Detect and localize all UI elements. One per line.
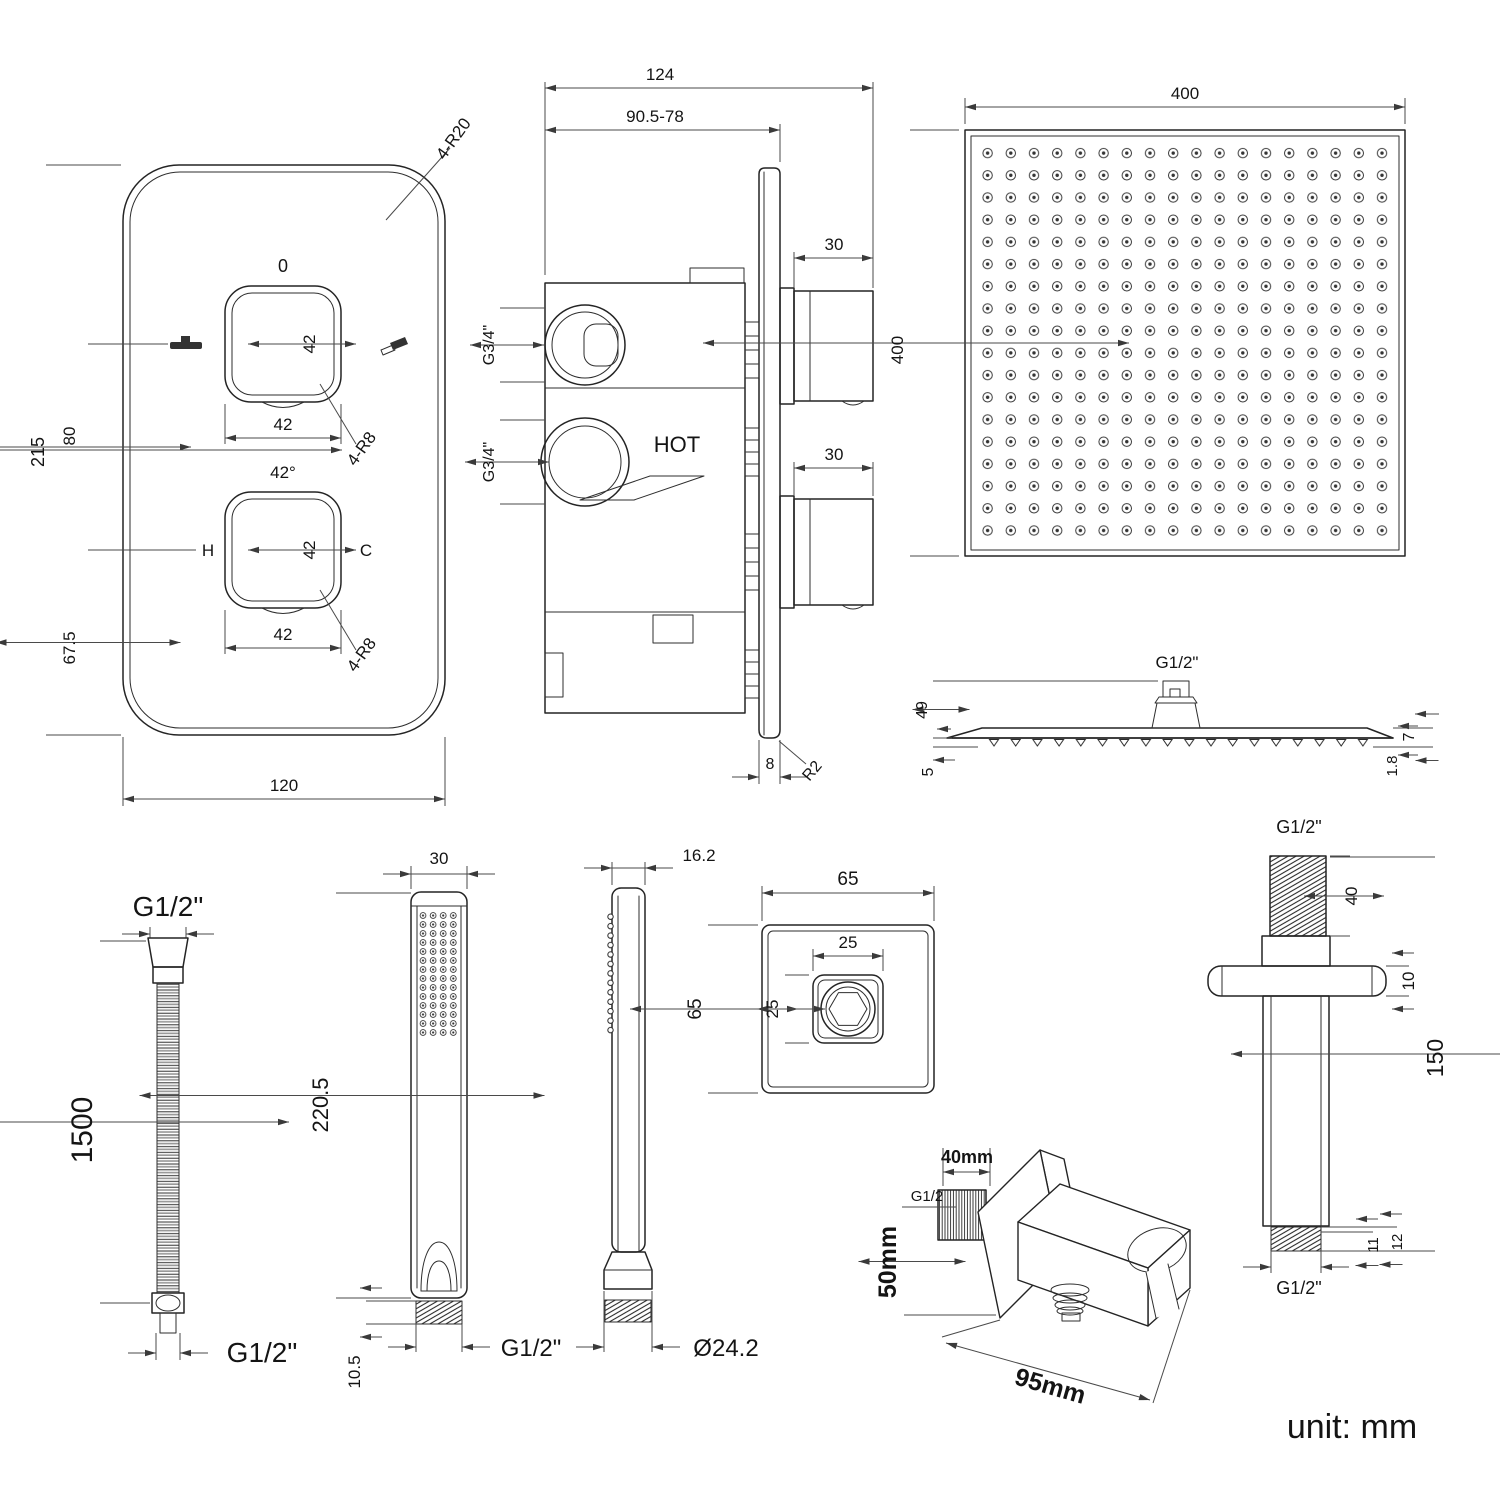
dim-plate-corner-radius: 4-R20: [432, 114, 475, 163]
nozzle-teeth: [983, 739, 1373, 747]
dim-adjust-range: 90.5-78: [626, 107, 684, 126]
dim-trim-inner-width: 25: [839, 933, 858, 952]
wand-side-view: 16.2 Ø24.2: [576, 846, 759, 1362]
dim-head-rim: 7: [1401, 732, 1418, 741]
elbow-outlet: [1050, 1283, 1090, 1322]
arm-ceiling-flange: [1207, 965, 1387, 997]
wand-front-view: 30 220.5 10.5 G1/2": [139, 849, 562, 1389]
dim-valve-depth: 124: [646, 65, 674, 84]
dim-head-height-49: 49: [914, 701, 931, 719]
shower-head-plan-view: 400 400: [703, 84, 1406, 557]
dim-knob2-depth: 30: [825, 445, 844, 464]
dim-elbow-depth: 40mm: [941, 1147, 993, 1167]
dim-hose-bottom-thread: G1/2": [227, 1337, 298, 1368]
trim-plate-view: 65 65 25 25: [630, 869, 935, 1094]
dim-plate-height: 215: [28, 437, 48, 467]
hot-marker-label: H: [202, 541, 214, 560]
dim-arm-thread-length: 40: [1342, 887, 1361, 906]
dim-head-height: 400: [888, 336, 907, 364]
dim-arm-top-thread: G1/2": [1276, 817, 1321, 837]
rain-shower-icon: [170, 336, 202, 349]
dim-wand-thread-length: 10.5: [345, 1355, 364, 1388]
dim-head-width: 400: [1171, 84, 1199, 103]
ceiling-arm-view: G1/2" 40 10 150 12 11 G1/2": [1207, 817, 1500, 1298]
elbow-body-front: [1017, 1221, 1149, 1327]
valve-body: [544, 282, 746, 714]
hand-shower-icon: [380, 337, 408, 356]
dim-wand-diameter: Ø24.2: [693, 1335, 758, 1362]
dim-knob1-depth: 30: [825, 235, 844, 254]
dim-trim-inner-height: 25: [763, 1000, 782, 1019]
head-connector: [1151, 680, 1201, 729]
faceplate-section: [758, 167, 781, 739]
inlet-port-bottom: [540, 417, 630, 507]
outlet-elbow-view: 40mm G1/2 50mm 95mm: [858, 1147, 1191, 1410]
dim-wand-thread: G1/2": [501, 1335, 562, 1362]
dim-elbow-width: 95mm: [1012, 1363, 1089, 1410]
hose-view: G1/2" 1500 G1/2": [0, 891, 297, 1368]
hex-socket: [828, 992, 868, 1026]
wand-side-nozzles: [607, 912, 614, 1035]
unit-note: unit: mm: [1287, 1408, 1417, 1446]
dim-arm-tip-thread-length: 11: [1365, 1237, 1382, 1253]
dim-hose-length: 1500: [66, 1097, 99, 1164]
dim-nozzle-depth: 5: [920, 767, 937, 776]
dim-inlet-bottom-thread: G3/4": [481, 442, 498, 482]
shower-head-profile-view: G1/2" 49 5 7 1.8: [912, 653, 1439, 777]
dim-temp-setting: 42°: [270, 463, 296, 482]
dim-plate-thickness: 8: [766, 756, 775, 773]
hose-bottom-nut: [151, 1292, 185, 1314]
dim-arm-bottom-thread: G1/2": [1276, 1278, 1321, 1298]
knob1-side: [779, 287, 874, 406]
dim-trim-width: 65: [837, 869, 858, 890]
dim-knob-zero: 0: [278, 256, 288, 276]
arm-bottom-thread: [1270, 1226, 1322, 1252]
dim-arm-flange-thickness: 10: [1399, 972, 1418, 991]
dim-knob1-height: 42: [300, 335, 319, 354]
wand-thread: [415, 1300, 463, 1325]
dim-hose-top-thread: G1/2": [133, 891, 204, 922]
inlet-port-top: [544, 304, 626, 386]
dim-head-thread: G1/2": [1156, 653, 1199, 672]
dim-knob1-width: 42: [274, 415, 293, 434]
dim-inlet-top-thread: G3/4": [481, 325, 498, 365]
dim-bottom-offset: 67.5: [60, 631, 79, 664]
dim-knob-spacing: 80: [60, 427, 79, 446]
dim-knob2-width: 42: [274, 625, 293, 644]
valve-front-view: 0 42 42 4-R8 42° 42 42 4-R8 H C 4-R20 21…: [0, 114, 475, 806]
arm-tube: [1262, 995, 1330, 1227]
wand-side-body: [611, 887, 646, 1253]
dim-trim-height: 65: [685, 998, 706, 1019]
valve-stems: [744, 321, 760, 699]
knob2-side: [779, 495, 874, 610]
dim-arm-tip-length: 12: [1389, 1234, 1406, 1251]
cold-marker-label: C: [360, 541, 372, 560]
dim-knob2-radius: 4-R8: [343, 634, 380, 675]
hose-top-fitting: [147, 937, 189, 968]
wand-nozzle-grid: [418, 911, 458, 1037]
arm-collar: [1261, 935, 1331, 967]
dim-wand-width: 30: [430, 849, 449, 868]
dim-wand-length: 220.5: [308, 1077, 333, 1132]
hose-corrugation: [157, 983, 179, 1293]
dim-plate-width: 120: [270, 776, 298, 795]
dim-knob1-radius: 4-R8: [343, 428, 380, 469]
dim-knob2-height: 42: [300, 541, 319, 560]
dim-elbow-thread: G1/2: [911, 1188, 944, 1205]
dim-wand-depth: 16.2: [682, 846, 715, 865]
wand-side-thread: [604, 1299, 652, 1323]
dim-arm-length: 150: [1422, 1039, 1448, 1077]
dim-elbow-height: 50mm: [874, 1226, 902, 1298]
head-profile-outline: [946, 727, 1394, 739]
flow-arrow: [579, 475, 705, 501]
valve-side-view: 124 90.5-78 HOT 30 30 G3/4": [465, 65, 874, 784]
dim-panel-thickness: 1.8: [1384, 756, 1401, 777]
hot-inlet-label: HOT: [654, 432, 700, 457]
